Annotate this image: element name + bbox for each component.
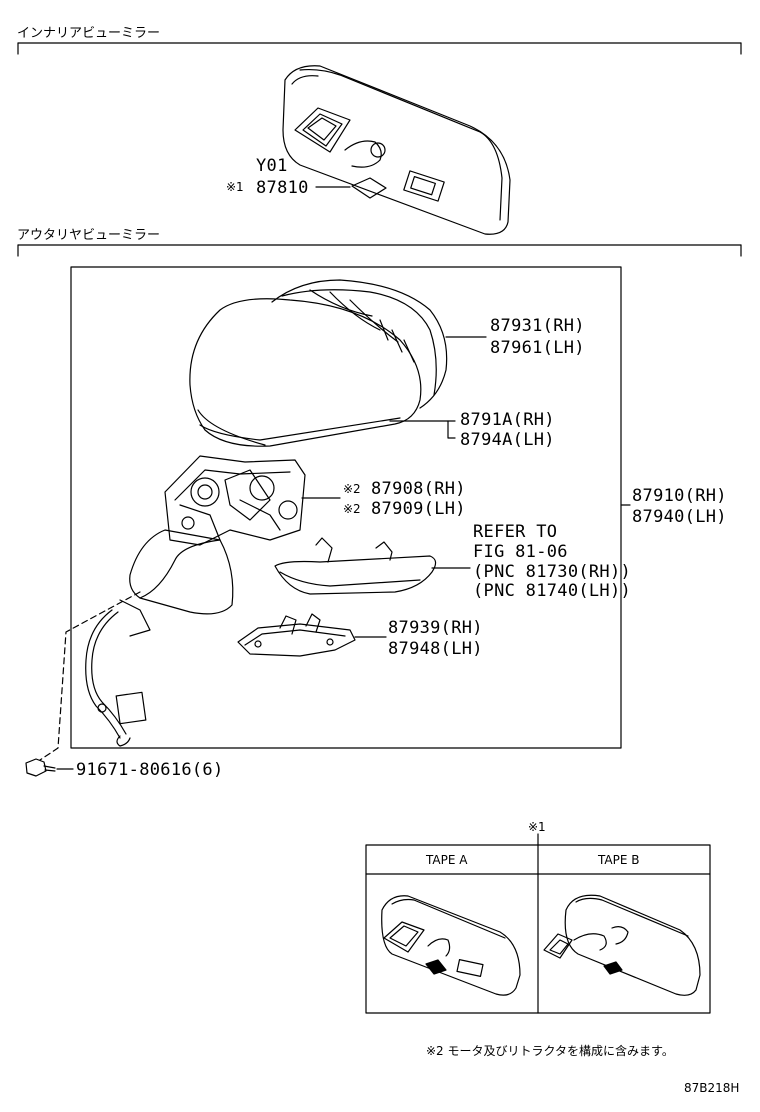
inner-section-bracket [17, 42, 742, 55]
refer-line-3: (PNC 81730(RH)) [473, 562, 632, 582]
wire-harness-illustration [85, 609, 147, 747]
assembly-number-87910: 87910(RH) [632, 486, 727, 506]
tape-box-mark: ※1 [528, 820, 546, 834]
bolt-dashed-line [39, 591, 141, 761]
part-number-87909: 87909(LH) [371, 499, 466, 519]
outer-mirror-section-title: アウタリヤビューミラー [17, 228, 161, 243]
part-number-87908: 87908(RH) [371, 479, 466, 499]
diagram-code: 87B218H [684, 1081, 740, 1095]
inner-mirror-section-title: インナリアビューミラー [17, 26, 161, 41]
inner-mirror-illustration [282, 65, 511, 235]
refer-line-4: (PNC 81740(LH)) [473, 581, 632, 601]
tape-a-header: TAPE A [426, 853, 468, 867]
actuator-illustration [164, 455, 306, 546]
assembly-number-87940: 87940(LH) [632, 507, 727, 527]
turn-signal-illustration [274, 537, 437, 595]
part-number-87948: 87948(LH) [388, 639, 483, 659]
part-number-8791a: 8791A(RH) [460, 410, 555, 430]
leader-8791a [389, 420, 456, 439]
footnote-2: ※2 モータ及びリトラクタを構成に含みます。 [426, 1044, 674, 1058]
part-number-87961: 87961(LH) [490, 338, 585, 358]
tape-b-mirror-illustration [543, 894, 701, 996]
refer-line-1: REFER TO [473, 522, 558, 542]
mark-note-2a: ※2 [343, 482, 361, 496]
part-number-bolt: 91671-80616(6) [76, 760, 224, 780]
mark-note-2b: ※2 [343, 502, 361, 516]
part-number-8794a: 8794A(LH) [460, 430, 555, 450]
outer-section-bracket [17, 244, 742, 257]
mirror-housing-illustration [189, 298, 422, 447]
part-number-87810: 87810 [256, 178, 309, 198]
bolt-illustration [25, 758, 56, 777]
refer-line-2: FIG 81-06 [473, 542, 568, 562]
mirror-cover-illustration [271, 279, 448, 409]
code-y01: Y01 [256, 156, 288, 176]
mark-note-1: ※1 [226, 180, 244, 194]
lamp-bracket-illustration [237, 613, 356, 657]
part-number-87931: 87931(RH) [490, 316, 585, 336]
part-number-87939: 87939(RH) [388, 618, 483, 638]
tape-b-header: TAPE B [598, 853, 640, 867]
mirror-base-illustration [119, 529, 234, 637]
assembly-frame [70, 266, 622, 749]
tape-box-frame [365, 833, 711, 1014]
tape-a-mirror-illustration [381, 895, 521, 996]
